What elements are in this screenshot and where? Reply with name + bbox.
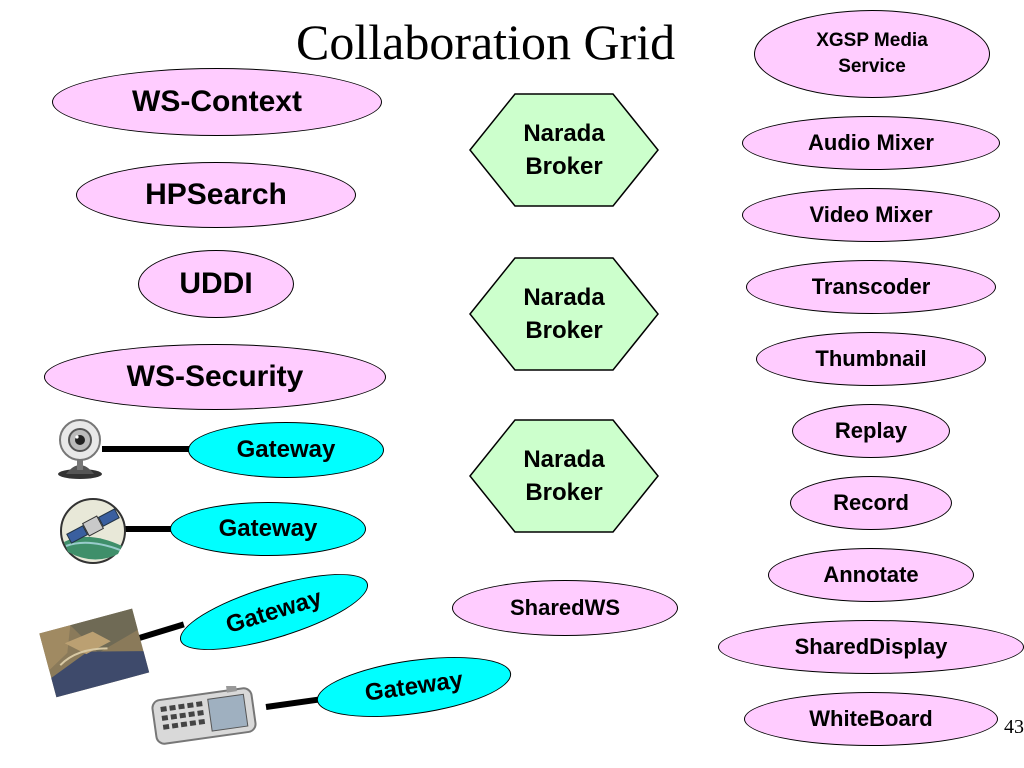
gateway-label: Gateway [363, 666, 465, 707]
page-number: 43 [1004, 716, 1024, 738]
audio-mixer-label: Audio Mixer [808, 130, 934, 155]
annotate-label: Annotate [823, 562, 919, 587]
broker-2-line2: Broker [525, 317, 603, 344]
thumbnail-ellipse: Thumbnail [756, 332, 986, 386]
narada-broker-3: Narada Broker [468, 418, 660, 534]
ws-context-label: WS-Context [132, 85, 302, 118]
thumbnail-label: Thumbnail [815, 346, 927, 371]
pda-phone-icon [151, 686, 257, 745]
xgsp-line1: XGSP Media [816, 30, 928, 51]
sharedws-label: SharedWS [509, 595, 621, 620]
gateway-phone: Gateway [313, 646, 515, 728]
satellite-gateway-connector [124, 526, 180, 532]
ws-security-ellipse: WS-Security [44, 344, 386, 410]
record-ellipse: Record [790, 476, 952, 530]
broker-3-line2: Broker [525, 479, 603, 506]
terrain-map-icon [39, 608, 150, 698]
replay-ellipse: Replay [792, 404, 950, 458]
narada-broker-1: Narada Broker [468, 92, 660, 208]
narada-broker-2: Narada Broker [468, 256, 660, 372]
broker-3-line1: Narada [523, 446, 605, 473]
webcam-icon [58, 419, 102, 479]
replay-label: Replay [834, 418, 908, 443]
broker-1-line1: Narada [523, 120, 605, 147]
uddi-ellipse: UDDI [138, 250, 294, 318]
shareddisplay-ellipse: SharedDisplay [718, 620, 1024, 674]
phone-gateway-connector [265, 696, 322, 710]
sharedws-ellipse: SharedWS [452, 580, 678, 636]
xgsp-media-service: XGSP Media Service [754, 10, 990, 98]
gateway-map: Gateway [172, 558, 376, 666]
gateway-satellite: Gateway [170, 502, 366, 556]
video-mixer-label: Video Mixer [809, 202, 933, 227]
webcam-gateway-connector [102, 446, 198, 452]
broker-1-line2: Broker [525, 153, 603, 180]
xgsp-line2: Service [838, 56, 906, 77]
gateway-label: Gateway [222, 584, 326, 639]
hpsearch-label: HPSearch [145, 178, 287, 211]
record-label: Record [833, 490, 909, 515]
whiteboard-label: WhiteBoard [809, 706, 933, 731]
hpsearch-ellipse: HPSearch [76, 162, 356, 228]
uddi-label: UDDI [179, 267, 253, 300]
ws-context-ellipse: WS-Context [52, 68, 382, 136]
gateway-webcam: Gateway [188, 422, 384, 478]
broker-2-line1: Narada [523, 284, 605, 311]
audio-mixer-ellipse: Audio Mixer [742, 116, 1000, 170]
video-mixer-ellipse: Video Mixer [742, 188, 1000, 242]
gateway-label: Gateway [236, 436, 336, 463]
ws-security-label: WS-Security [126, 360, 304, 393]
gateway-label: Gateway [218, 515, 318, 542]
shareddisplay-label: SharedDisplay [794, 634, 948, 659]
slide-title: Collaboration Grid [296, 14, 676, 70]
whiteboard-ellipse: WhiteBoard [744, 692, 998, 746]
transcoder-label: Transcoder [811, 274, 931, 299]
satellite-icon [60, 498, 126, 564]
annotate-ellipse: Annotate [768, 548, 974, 602]
transcoder-ellipse: Transcoder [746, 260, 996, 314]
